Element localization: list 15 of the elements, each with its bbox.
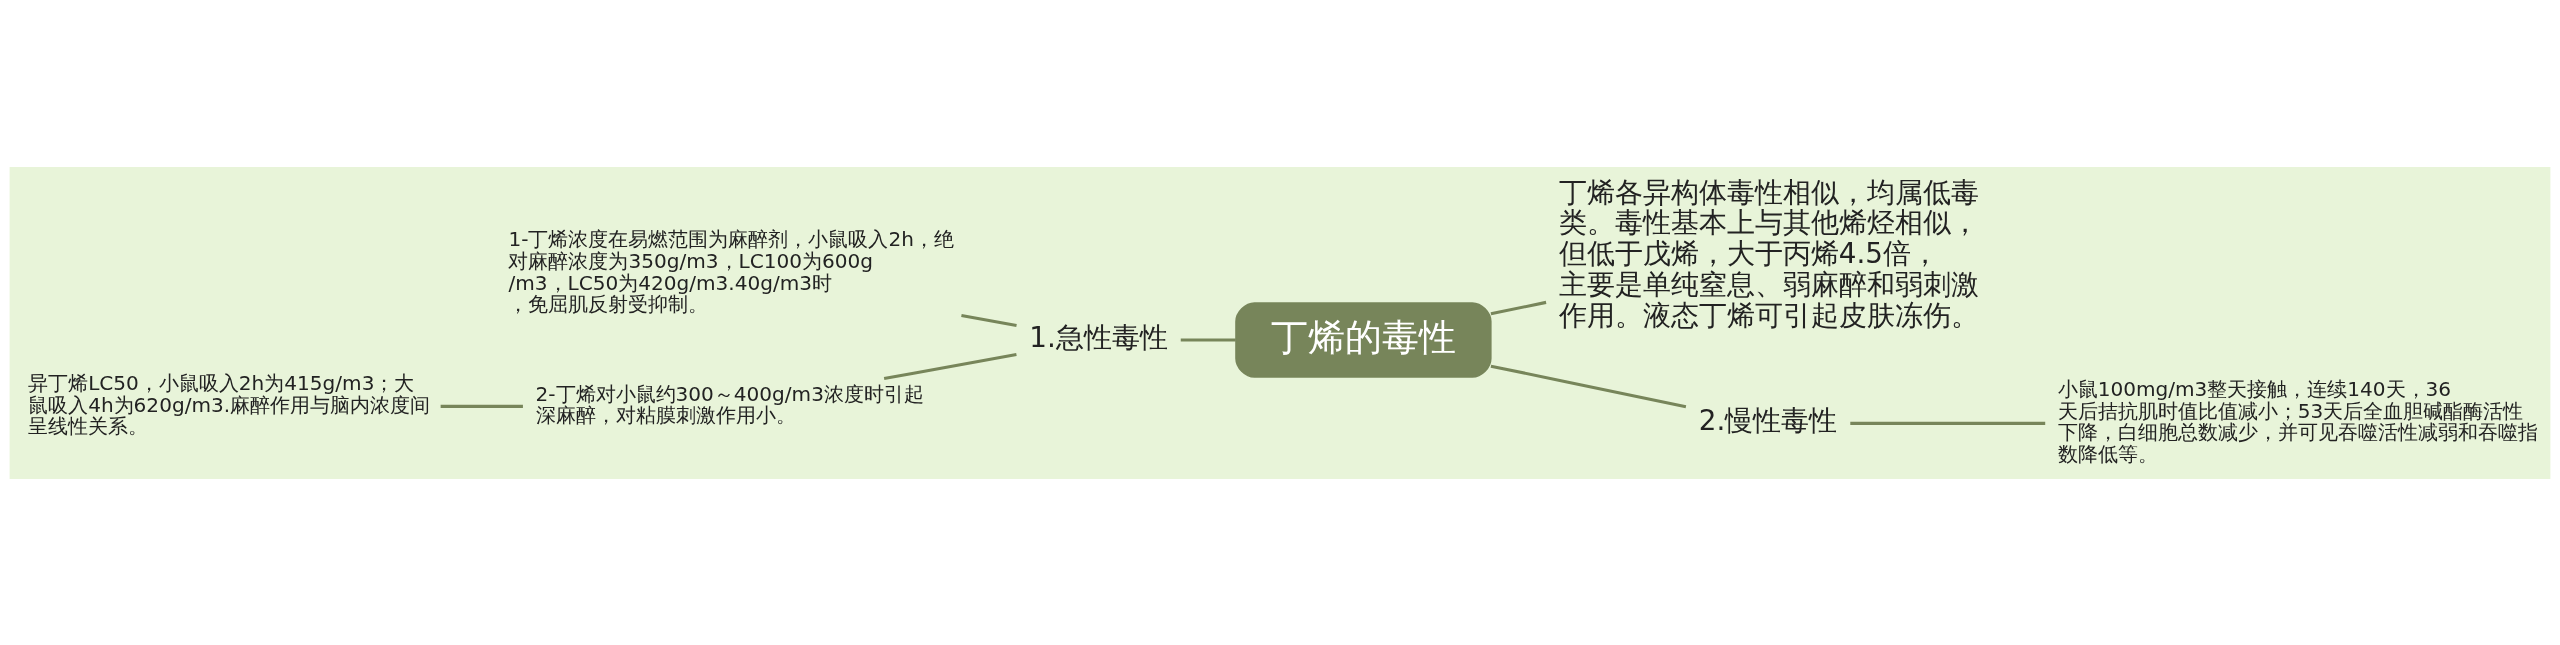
node-text: 1-丁烯浓度在易燃范围为麻醉剂，小鼠吸入2h，绝对麻醉浓度为350g/m3，LC100为600g/m3，LC50为420g/m3.40g/m3时，免屈肌反射受抑制。 (508, 226, 954, 316)
node-text: 小鼠100mg/m3整天接触，连续140天，36天后拮抗肌时值比值减小；53天后全血胆碱酯酶活性下降，白细胞总数减少，并可见吞噬活性减弱和吞噬指数降低等。 (2057, 376, 2538, 466)
connector (961, 313, 1017, 327)
node-text: 异丁烯LC50，小鼠吸入2h为415g/m3；大鼠吸入4h为620g/m3.麻醉作用与脑内浓度间呈线性关系。 (28, 370, 431, 438)
connector (1850, 421, 2046, 425)
connector (883, 352, 1017, 380)
node-text: 2-丁烯对小鼠约300～400g/m3浓度时引起深麻醉，对粘膜刺激作用小。 (535, 381, 924, 427)
node-text: 丁烯各异构体毒性相似，均属低毒类。毒性基本上与其他烯烃相似，但低于戊烯，大于丙烯4.5倍，主要是单纯窒息、弱麻醉和弱刺激作用。液态丁烯可引起皮肤冻伤。 (1558, 175, 1979, 332)
connector (1490, 364, 1687, 408)
connector (440, 404, 523, 408)
node-box: 丁烯的毒性 (1235, 301, 1492, 378)
connector (1490, 300, 1547, 315)
connector (1180, 337, 1236, 342)
node-text: 1.急性毒性 (1029, 320, 1168, 354)
node-text: 2.慢性毒性 (1698, 403, 1838, 437)
